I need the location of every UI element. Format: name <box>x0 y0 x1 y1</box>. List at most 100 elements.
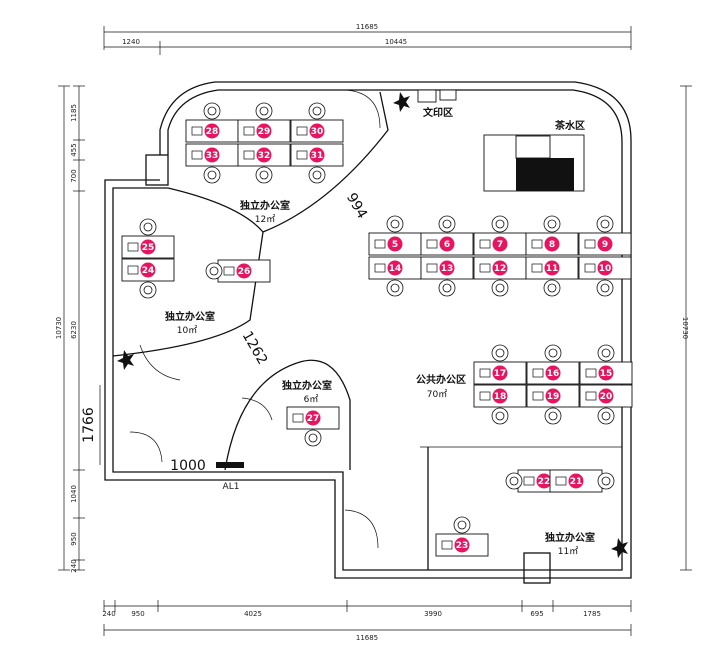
chair-seat <box>600 219 610 229</box>
seat-number: 16 <box>547 369 560 379</box>
chair-seat <box>600 283 610 293</box>
monitor-icon <box>479 239 491 249</box>
workstation: 16 <box>526 344 580 385</box>
monitor-icon <box>585 391 597 401</box>
seat-number-badge <box>536 473 552 489</box>
tea-area: 茶水区 <box>483 119 585 192</box>
bottom-dimension-lines: 240 950 4025 3990 695 1785 11685 <box>102 600 632 642</box>
seat-number: 26 <box>238 267 251 277</box>
workstation: 6 <box>420 215 474 256</box>
seat-number: 9 <box>602 240 608 250</box>
seat-number: 31 <box>311 151 324 161</box>
monitor-icon <box>523 476 535 486</box>
seat-number: 24 <box>142 266 155 276</box>
seat-number-badge <box>387 260 403 276</box>
monitor-icon <box>584 239 596 249</box>
seat-number-badge <box>387 236 403 252</box>
workstation: 13 <box>420 256 474 297</box>
chair-seat <box>495 219 505 229</box>
public-office-area: 70㎡ <box>427 389 447 400</box>
right-dimension-lines: 10730 <box>680 85 692 571</box>
workstation: 7 <box>473 215 527 256</box>
column-bottom-right <box>523 552 551 584</box>
dim-bottom-5: 695 <box>530 610 543 618</box>
seat-number: 32 <box>258 151 271 161</box>
seat-number: 10 <box>599 264 612 274</box>
monitor-icon <box>479 391 491 401</box>
seat-number: 6 <box>444 240 450 250</box>
chair-seat <box>547 283 557 293</box>
monitor-icon <box>555 476 567 486</box>
workstation: 21 <box>549 469 615 493</box>
workstation: 17 <box>473 344 527 385</box>
seat-number: 22 <box>538 477 551 487</box>
seat-number-badge <box>568 473 584 489</box>
chair-seat <box>259 170 269 180</box>
seat-number: 25 <box>142 243 155 253</box>
workstation: 26 <box>205 259 271 283</box>
monitor-icon <box>531 239 543 249</box>
seat-number: 13 <box>441 264 454 274</box>
dim-bottom-2: 950 <box>131 610 144 618</box>
monitor-icon <box>374 263 386 273</box>
chair-seat <box>457 520 467 530</box>
seat-number: 18 <box>494 392 507 402</box>
seat-number: 12 <box>494 264 507 274</box>
seat-number: 11 <box>546 264 559 274</box>
chair-seat <box>601 476 611 486</box>
workstation: 25 <box>121 218 175 259</box>
workstation: 28 <box>185 102 239 143</box>
workstation: 12 <box>473 256 527 297</box>
dim-1000: 1000 <box>170 458 206 474</box>
seat-number-badge <box>256 147 272 163</box>
seat-number-badge <box>544 260 560 276</box>
seat-number-badge <box>598 388 614 404</box>
seat-number-badge <box>597 236 613 252</box>
workstation: 5 <box>368 215 422 256</box>
workstation: 29 <box>237 102 291 143</box>
print-area-label: 文印区 <box>423 106 453 119</box>
monitor-icon <box>479 368 491 378</box>
monitor-icon <box>426 263 438 273</box>
seat-number-badge <box>597 260 613 276</box>
chair-seat <box>390 219 400 229</box>
workstation: 9 <box>578 215 632 256</box>
seat-number-badge <box>492 236 508 252</box>
chair-seat <box>495 283 505 293</box>
workstation: 15 <box>579 344 633 385</box>
chair-seat <box>547 219 557 229</box>
monitor-icon <box>374 239 386 249</box>
top-dimension-lines: 11685 1240 10445 <box>103 23 632 55</box>
dim-top-total: 11685 <box>356 23 378 31</box>
chair-seat <box>207 106 217 116</box>
dim-right-total: 10730 <box>681 317 689 339</box>
office-top-area: 12㎡ <box>255 214 275 225</box>
dim-left-4: 6230 <box>70 321 78 339</box>
workstation: 19 <box>526 384 580 425</box>
seat-number-badge <box>454 537 470 553</box>
workstation: 33 <box>185 143 239 184</box>
seat-number: 15 <box>600 369 613 379</box>
workstation: 32 <box>237 143 291 184</box>
office-mid-area: 6㎡ <box>304 394 319 405</box>
seat-number: 27 <box>307 414 320 424</box>
seat-number: 28 <box>206 127 219 137</box>
monitor-icon <box>191 150 203 160</box>
monitor-icon <box>296 150 308 160</box>
chair-seat <box>143 222 153 232</box>
dim-bottom-4: 3990 <box>424 610 442 618</box>
monitor-icon <box>441 540 453 550</box>
workstation: 14 <box>368 256 422 297</box>
dim-bottom-total: 11685 <box>356 634 378 642</box>
chair-seat <box>548 348 558 358</box>
chair-seat <box>259 106 269 116</box>
dim-left-6: 950 <box>70 532 78 545</box>
seat-number: 8 <box>549 240 555 250</box>
workstation: 30 <box>290 102 344 143</box>
chair-seat <box>442 219 452 229</box>
seat-number-badge <box>309 123 325 139</box>
chair-seat <box>495 348 505 358</box>
dim-bottom-3: 4025 <box>244 610 262 618</box>
chair-seat <box>509 476 519 486</box>
